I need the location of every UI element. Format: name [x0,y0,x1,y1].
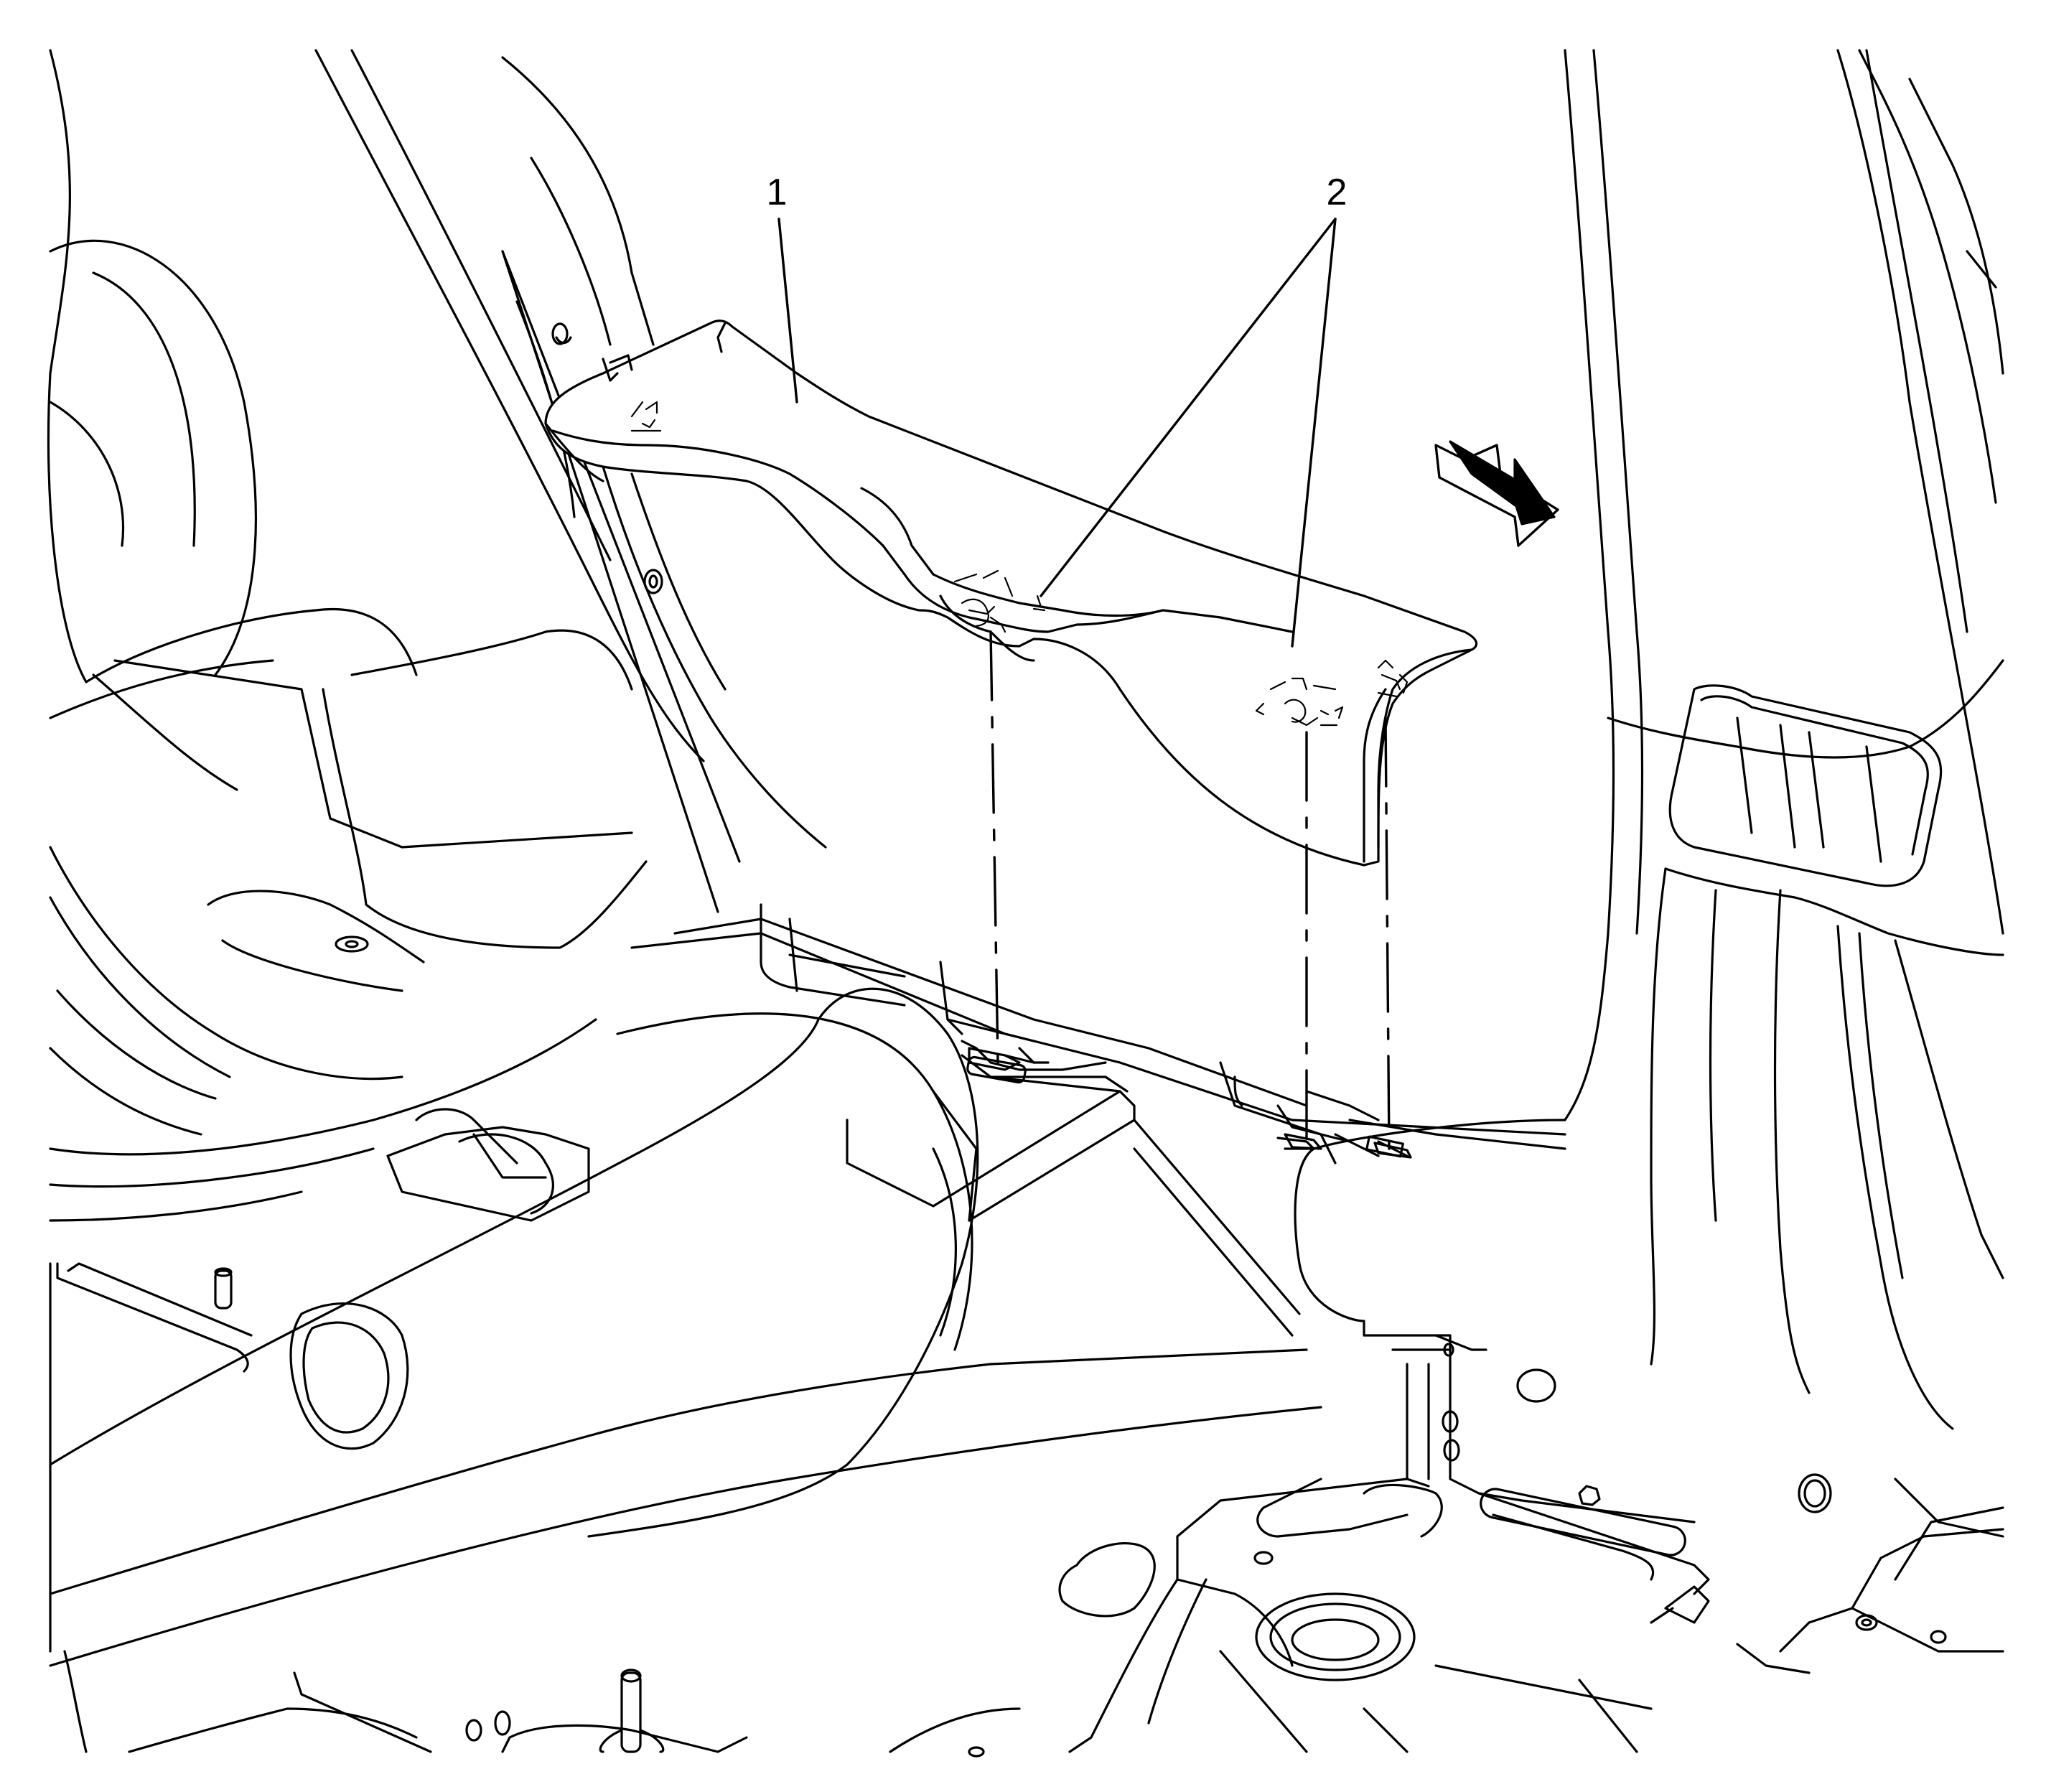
callout-leaders [777,218,1337,648]
callout-2: 2 [1326,172,1347,213]
door-frame-outline [1294,49,2004,1430]
center-tunnel-outline [49,987,1322,1753]
body-pillar-lines [314,49,741,913]
seat-belt-guide-outline [1668,684,1943,887]
leader-2a [1040,218,1337,597]
leader-2b [1291,218,1337,648]
callout-1: 1 [766,172,788,213]
floor-right-outline [1058,1334,2004,1753]
floor-bottom-outline [128,1669,1021,1758]
leader-1 [777,218,798,403]
rear-seat-outline [47,49,648,1222]
rocker-panel-outline [630,903,1566,1337]
floor-left-outline [56,1108,590,1373]
alignment-lines [989,630,1391,1150]
forward-direction-arrow-icon [1434,440,1559,547]
retainer-markings [630,401,1409,727]
retainer-holes [968,1047,1412,1159]
